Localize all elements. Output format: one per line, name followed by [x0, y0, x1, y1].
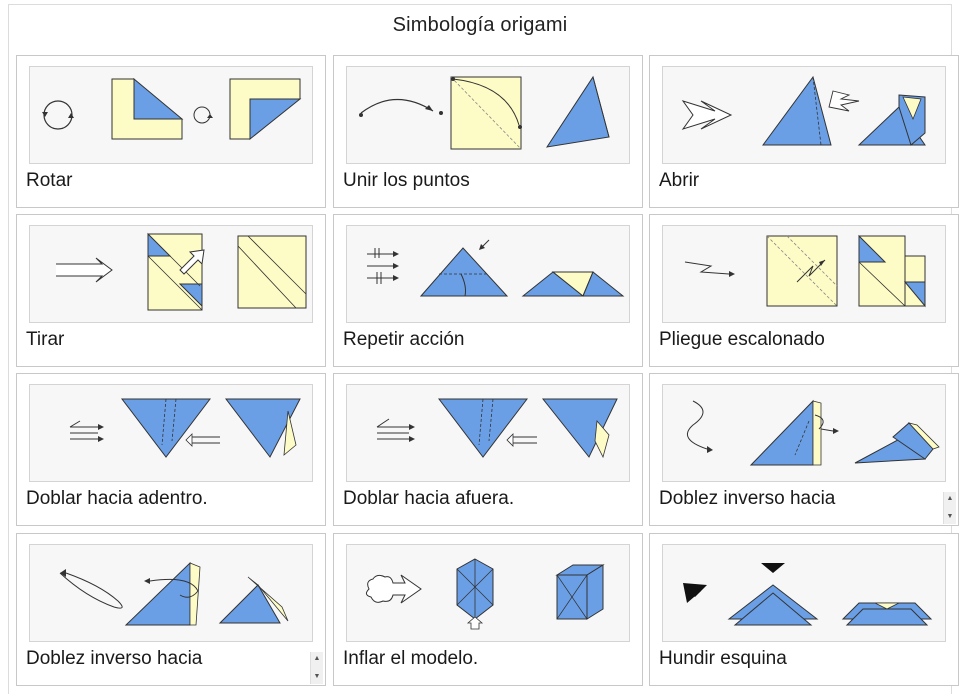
symbol-label: Tirar	[26, 329, 65, 350]
illustration-panel	[29, 225, 313, 323]
illustration-panel	[662, 66, 946, 164]
illustration-panel	[346, 66, 630, 164]
cell-inflar-el-modelo[interactable]: Inflar el modelo.	[333, 533, 643, 686]
illustration-panel	[662, 544, 946, 642]
label-scrollbar[interactable]: ▲ ▼	[310, 652, 323, 684]
symbol-label: Rotar	[26, 170, 73, 191]
illustration-panel	[29, 544, 313, 642]
cell-abrir[interactable]: Abrir	[649, 55, 959, 208]
pleat-fold-illustration	[684, 234, 926, 308]
illustration-panel	[29, 384, 313, 482]
illustration-panel	[662, 384, 946, 482]
scroll-down-icon[interactable]: ▼	[313, 673, 321, 680]
page-title: Simbología origami	[392, 14, 568, 36]
sink-corner-illustration	[683, 563, 933, 626]
symbol-label: Abrir	[659, 170, 700, 191]
symbol-label: Doblar hacia afuera.	[343, 488, 515, 509]
symbol-label: Hundir esquina	[659, 648, 787, 669]
cell-tirar[interactable]: Tirar	[16, 214, 326, 367]
symbol-label: Doblez inverso hacia	[659, 488, 836, 509]
symbol-label: Repetir acción	[343, 329, 465, 350]
label-scrollbar[interactable]: ▲ ▼	[943, 492, 956, 524]
cell-doblar-hacia-adentro[interactable]: Doblar hacia adentro.	[16, 373, 326, 526]
illustration-panel	[662, 225, 946, 323]
inflate-illustration	[365, 558, 605, 630]
open-illustration	[681, 75, 926, 146]
outside-reverse-fold-illustration	[59, 561, 289, 626]
rotate-illustration	[42, 77, 302, 141]
scroll-down-icon[interactable]: ▼	[946, 513, 954, 520]
cell-hundir-esquina[interactable]: Hundir esquina	[649, 533, 959, 686]
cell-doblez-inverso-hacia-2[interactable]: Doblez inverso hacia ▲ ▼	[16, 533, 326, 686]
scroll-up-icon[interactable]: ▲	[313, 655, 321, 662]
cell-unir-los-puntos[interactable]: Unir los puntos	[333, 55, 643, 208]
cell-pliegue-escalonado[interactable]: Pliegue escalonado	[649, 214, 959, 367]
fold-outside-illustration	[376, 398, 618, 459]
illustration-panel	[346, 384, 630, 482]
cell-repetir-accion[interactable]: Repetir acción	[333, 214, 643, 367]
symbol-label: Pliegue escalonado	[659, 329, 825, 350]
illustration-panel	[29, 66, 313, 164]
join-points-illustration	[359, 75, 610, 150]
scroll-up-icon[interactable]: ▲	[946, 495, 954, 502]
repeat-illustration	[367, 239, 625, 297]
symbol-label: Unir los puntos	[343, 170, 470, 191]
inside-reverse-fold-illustration	[686, 399, 940, 466]
pull-illustration	[56, 232, 307, 311]
fold-inside-illustration	[69, 398, 301, 458]
cell-doblar-hacia-afuera[interactable]: Doblar hacia afuera.	[333, 373, 643, 526]
cell-rotar[interactable]: Rotar	[16, 55, 326, 208]
cell-doblez-inverso-hacia-1[interactable]: Doblez inverso hacia ▲ ▼	[649, 373, 959, 526]
illustration-panel	[346, 544, 630, 642]
symbol-label: Doblar hacia adentro.	[26, 488, 208, 509]
symbol-label: Inflar el modelo.	[343, 648, 479, 669]
illustration-panel	[346, 225, 630, 323]
symbol-label: Doblez inverso hacia	[26, 648, 203, 669]
